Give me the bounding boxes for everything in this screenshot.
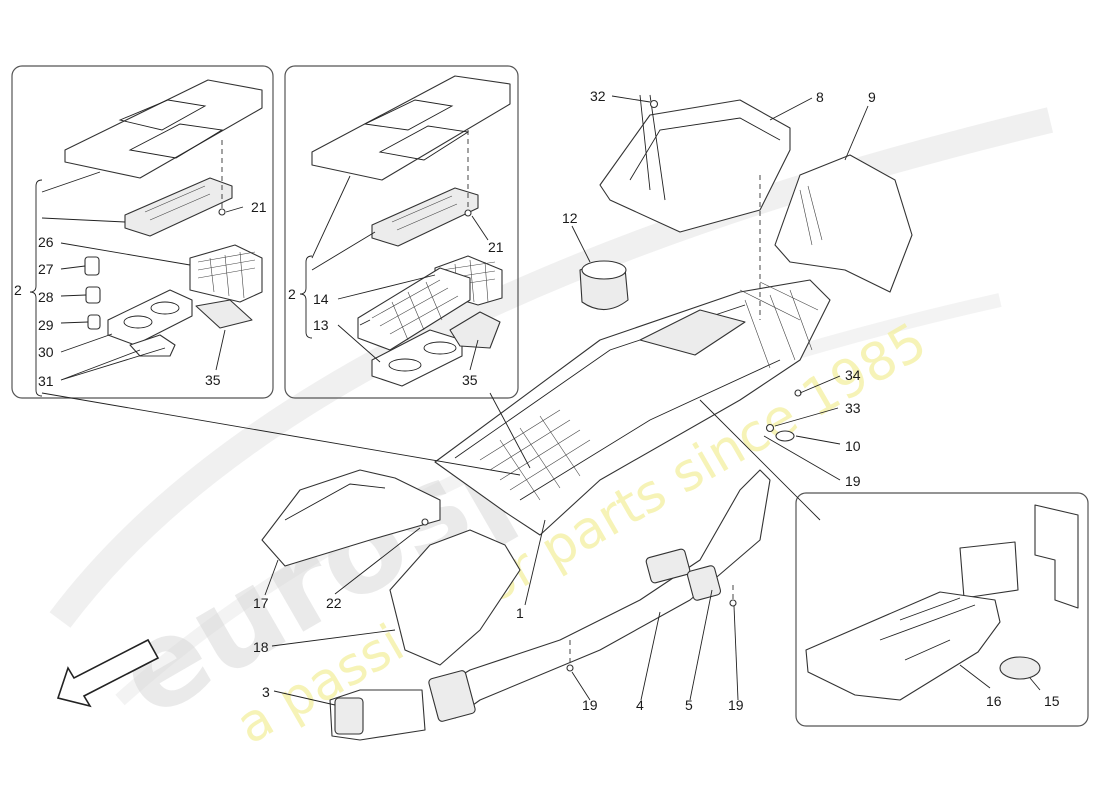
callout-19-left: 19 <box>582 697 598 713</box>
callout-26: 26 <box>38 234 54 250</box>
callout-34: 34 <box>845 367 861 383</box>
callout-15: 15 <box>1044 693 1060 709</box>
callout-1: 1 <box>516 605 524 621</box>
cupholder-part-2 <box>371 329 463 387</box>
grommet-part <box>775 430 795 442</box>
callout-4: 4 <box>636 697 644 713</box>
rear-trim-part <box>774 154 913 293</box>
callout-13: 13 <box>313 317 329 333</box>
callout-31: 31 <box>38 373 54 389</box>
inset-panel-right <box>795 492 1089 727</box>
insulation-panel-side <box>1034 504 1079 609</box>
front-side-trim-part <box>261 469 441 567</box>
callout-8: 8 <box>816 89 824 105</box>
callout-2-middle: 2 <box>288 286 296 302</box>
callout-30: 30 <box>38 344 54 360</box>
callout-21-middle: 21 <box>488 239 504 255</box>
insulation-mat-part <box>805 591 1001 701</box>
callout-35-middle: 35 <box>462 372 478 388</box>
callout-2-left: 2 <box>14 282 22 298</box>
pad-part <box>999 656 1041 680</box>
insert-tray-part-2 <box>371 187 479 247</box>
cupholder-base-part <box>129 334 176 357</box>
callout-18: 18 <box>253 639 269 655</box>
cupholder-frame-part <box>107 289 193 346</box>
callout-10: 10 <box>845 438 861 454</box>
main-console-assembly <box>41 94 913 741</box>
storage-tray-part <box>357 267 471 351</box>
plug-part <box>87 314 101 330</box>
callout-labels: 21 26 27 2 28 29 30 31 35 21 2 14 13 35 … <box>14 88 1060 713</box>
callout-21-left: 21 <box>251 199 267 215</box>
callout-29: 29 <box>38 317 54 333</box>
leader-lines <box>264 95 869 706</box>
callout-33: 33 <box>845 400 861 416</box>
mat-part-2 <box>449 311 501 349</box>
mat-part <box>195 299 253 329</box>
side-panel-part <box>389 529 521 666</box>
callout-16: 16 <box>986 693 1002 709</box>
insulation-panel-upper <box>959 541 1019 599</box>
inset-panel-left <box>11 65 274 399</box>
callout-17: 17 <box>253 595 269 611</box>
armrest-lid-part <box>599 99 791 233</box>
callout-35-left: 35 <box>205 372 221 388</box>
callout-32: 32 <box>590 88 606 104</box>
insert-tray-part <box>124 177 233 237</box>
callout-19-right: 19 <box>845 473 861 489</box>
callout-5: 5 <box>685 697 693 713</box>
net-pocket-part <box>189 244 263 303</box>
callout-9: 9 <box>868 89 876 105</box>
socket-part <box>85 286 101 304</box>
callout-22: 22 <box>326 595 342 611</box>
callout-27: 27 <box>38 261 54 277</box>
callout-19-middle: 19 <box>728 697 744 713</box>
callout-3: 3 <box>262 684 270 700</box>
inset-panel-middle <box>284 65 519 399</box>
lamp-part <box>84 256 100 276</box>
console-body-part <box>434 279 831 536</box>
callout-14: 14 <box>313 291 329 307</box>
rear-air-duct-part <box>439 469 771 719</box>
callout-28: 28 <box>38 289 54 305</box>
front-direction-arrow <box>56 638 160 708</box>
callout-12: 12 <box>562 210 578 226</box>
